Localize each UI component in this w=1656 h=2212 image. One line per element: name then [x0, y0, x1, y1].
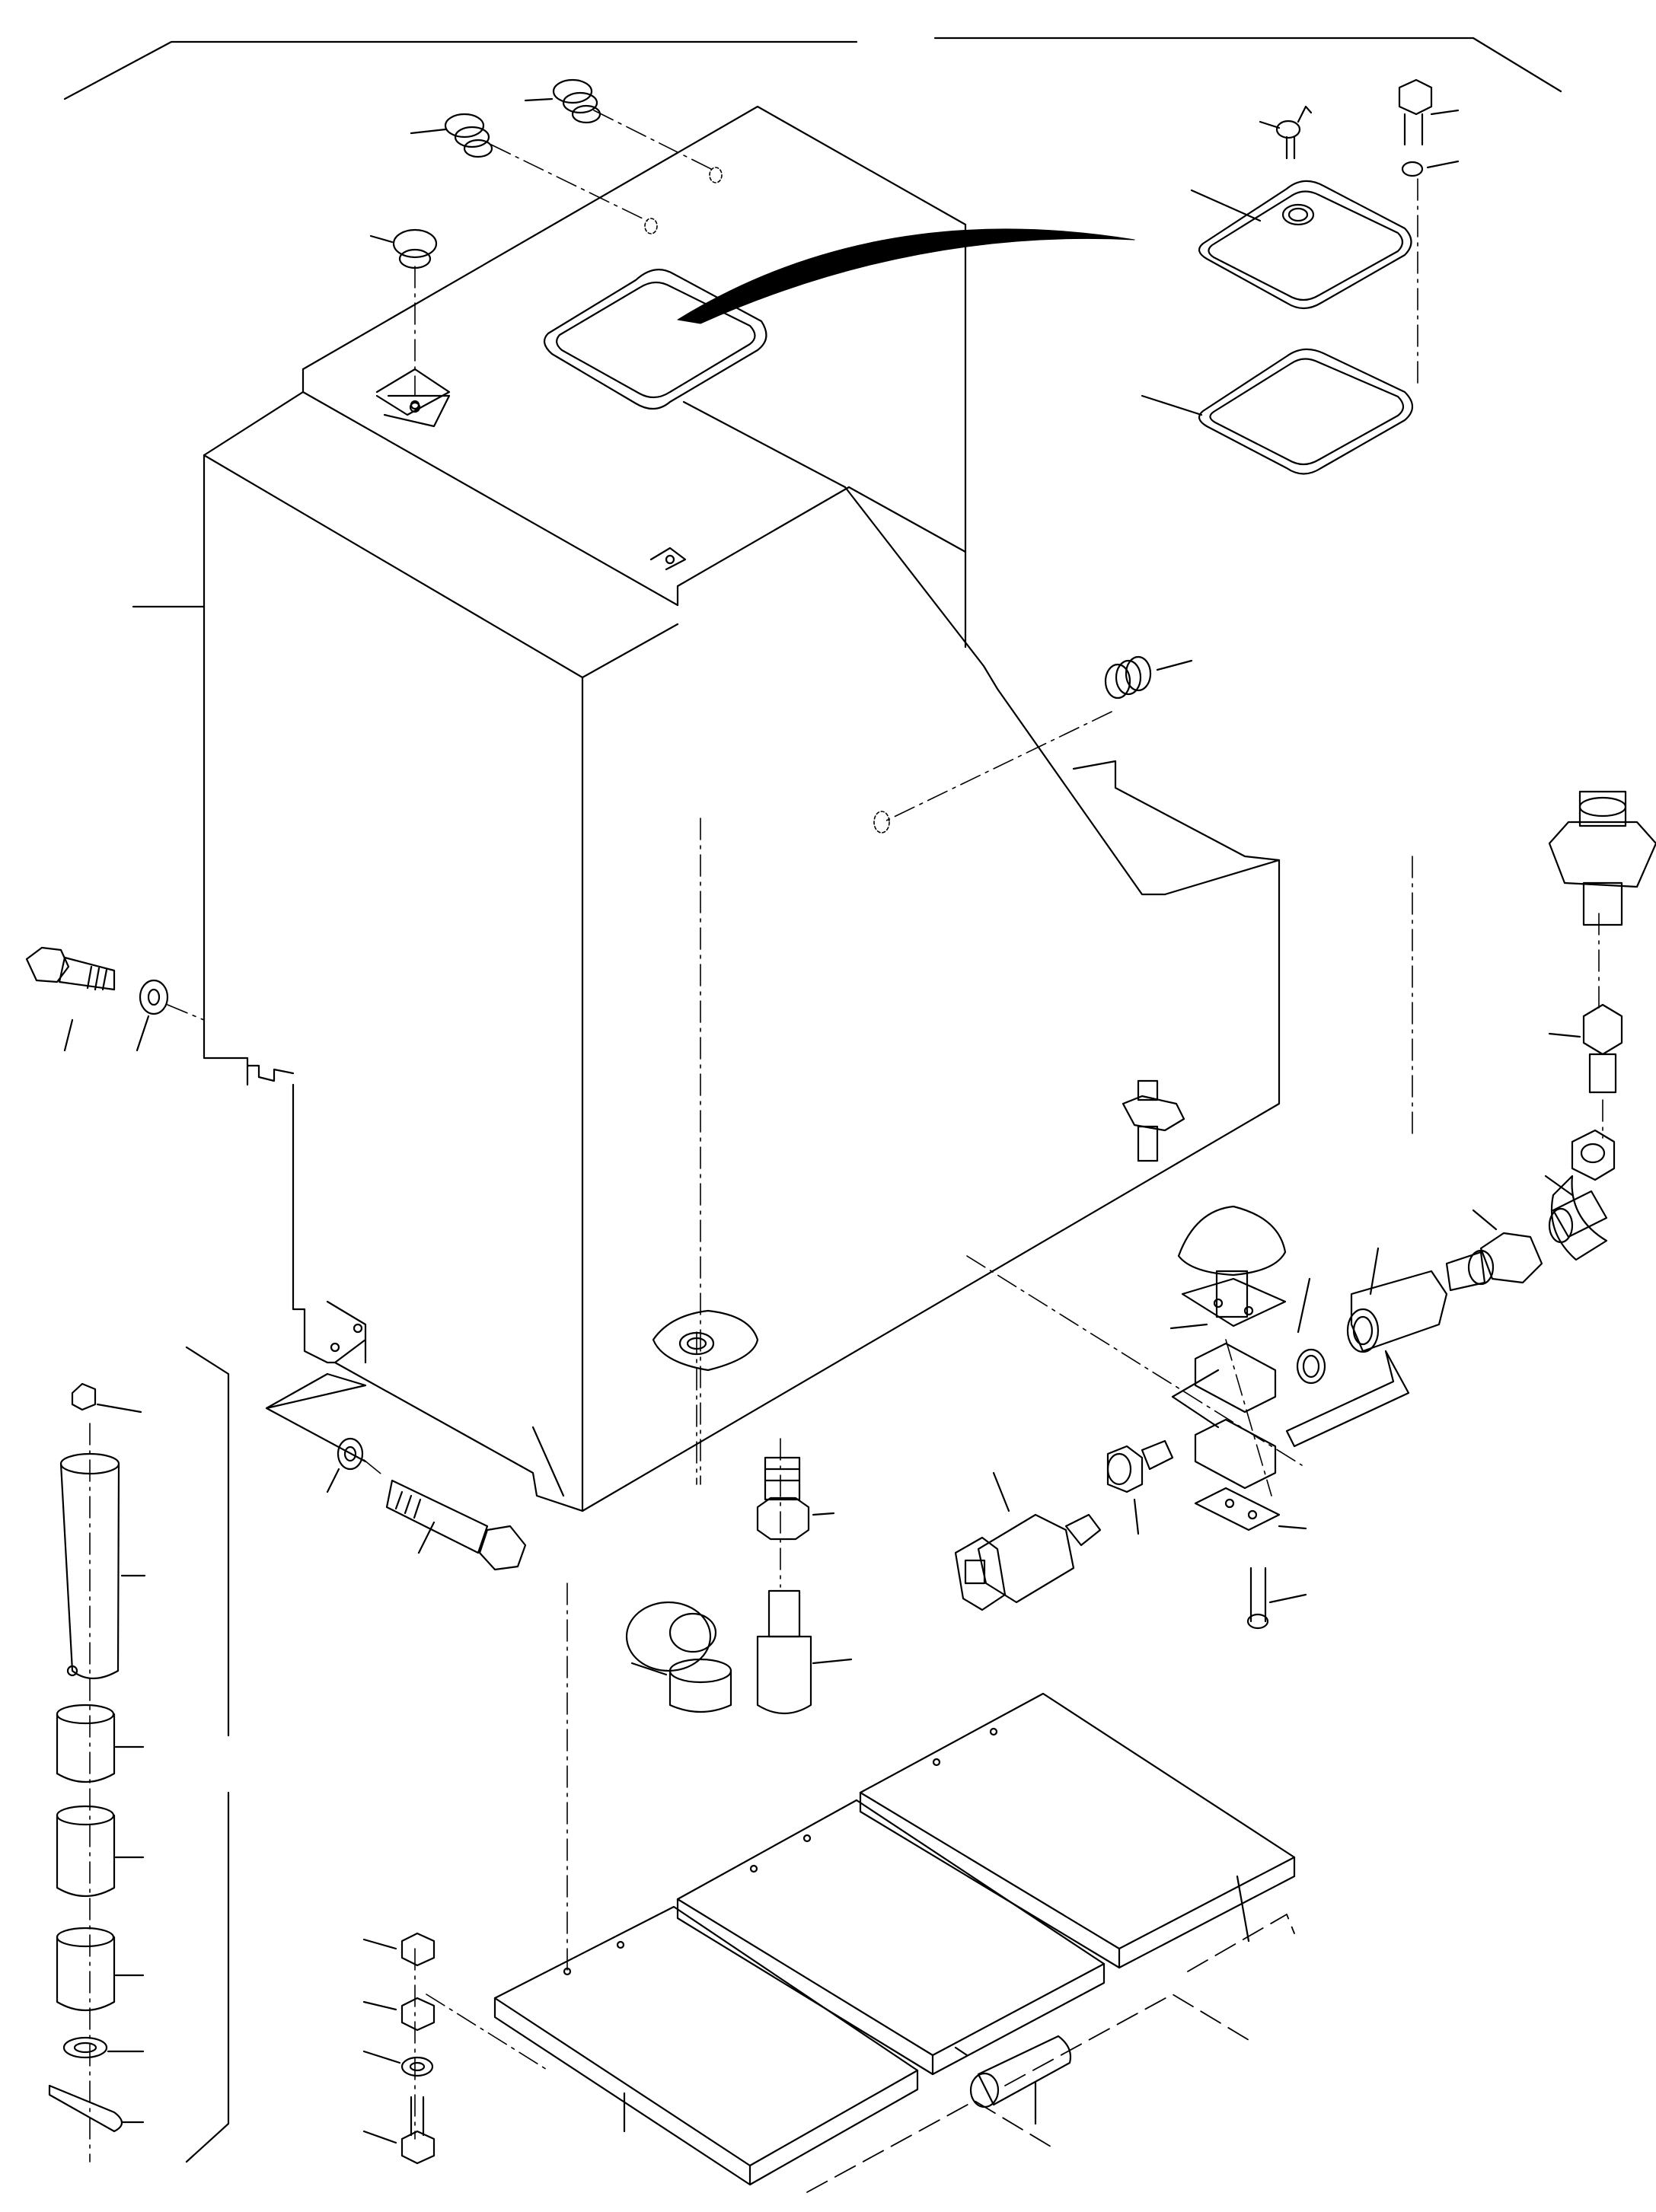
- quick-coupler-and-cap: [627, 1458, 851, 1713]
- elbow-fitting: [1546, 1130, 1614, 1260]
- filler-neck: [653, 1311, 758, 1370]
- hole-markers: [645, 167, 889, 833]
- breather-valve: [1260, 107, 1311, 158]
- mounting-bolts-and-washers: [27, 607, 525, 1570]
- tank-top-cover-plate: [1192, 181, 1412, 308]
- filler-plug-right: [525, 80, 600, 123]
- side-plug: [1106, 657, 1192, 698]
- hydraulic-tank: [204, 107, 1279, 1511]
- support-pads: [495, 1694, 1294, 2192]
- cover-bolt: [1399, 80, 1458, 176]
- filler-plugs: [371, 80, 600, 426]
- nut-washer-stud-set: [364, 1933, 434, 2163]
- cover-gasket: [1142, 179, 1418, 474]
- sight-gauge-fitting: [1123, 1081, 1184, 1161]
- pressure-switch: [956, 1473, 1100, 1610]
- pin-and-spacer-set: [49, 1384, 145, 2162]
- center-lines: [415, 110, 1603, 2139]
- adapter-fitting-right: [1447, 1210, 1542, 1290]
- frame-border: [65, 38, 1561, 2162]
- top-right-fitting: [1549, 792, 1656, 1092]
- filler-plug-hex: [371, 230, 449, 426]
- adapter-fitting: [1108, 1441, 1173, 1534]
- filler-plug-left: [411, 114, 492, 157]
- drain-valve-assembly: [1171, 1206, 1447, 1628]
- fuse: [956, 2036, 1070, 2124]
